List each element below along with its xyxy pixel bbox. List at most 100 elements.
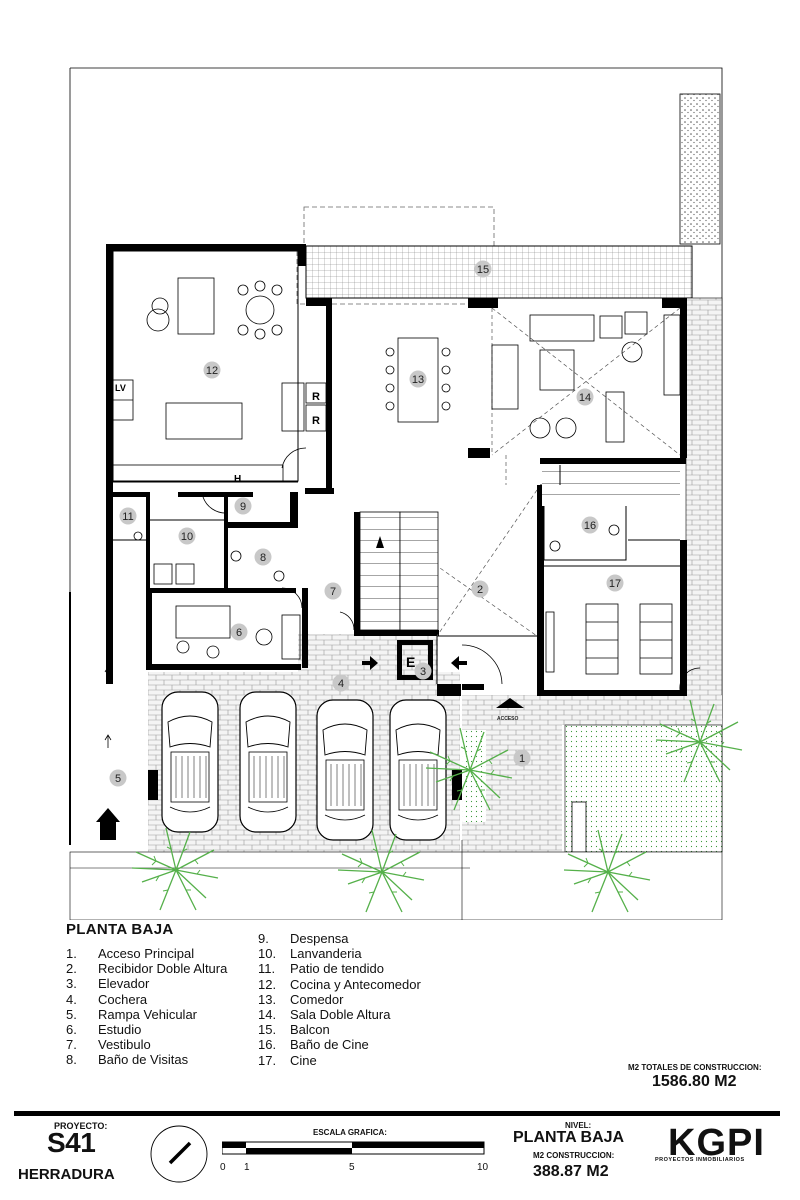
legend-item-label: Cine	[290, 1052, 317, 1068]
legend-item-number: 6.	[66, 1022, 77, 1038]
m2-construccion-label: M2 CONSTRUCCION:	[533, 1151, 615, 1160]
legend-item-number: 8.	[66, 1052, 77, 1068]
titleblock-rule	[14, 1111, 780, 1116]
legend-column-1: 1. Acceso Principal 2. Recibidor Doble Altu…	[66, 946, 227, 1068]
legend-item-number: 9.	[258, 931, 269, 946]
room-marker-12: 12	[203, 361, 221, 379]
hood-label: H	[234, 474, 241, 485]
room-marker-4: 4	[332, 674, 350, 692]
room-marker-1: 1	[513, 749, 531, 767]
legend-item: 12.Cocina y Antecomedor	[258, 977, 421, 992]
legend-item-label: Baño de Cine	[290, 1037, 369, 1053]
legend-item-label: Sala Doble Altura	[290, 1007, 391, 1023]
totals-value: 1586.80 M2	[652, 1073, 737, 1090]
room-number: 16	[584, 520, 596, 532]
legend-item: 10.Lanvanderia	[258, 946, 421, 961]
legend-item-label: Despensa	[290, 931, 349, 946]
nivel-value: PLANTA BAJA	[513, 1129, 625, 1146]
legend-item-number: 4.	[66, 991, 77, 1007]
legend-item-number: 3.	[66, 976, 77, 992]
room-marker-10: 10	[178, 527, 196, 545]
legend-item: 2. Recibidor Doble Altura	[66, 961, 227, 976]
room-number: 4	[338, 678, 344, 690]
room-number: 10	[181, 531, 193, 543]
legend-item: 16. Baño de Cine	[258, 1037, 421, 1052]
legend-title: PLANTA BAJA	[66, 921, 174, 938]
legend-item: 11. Patio de tendido	[258, 961, 421, 976]
room-marker-5: 5	[109, 769, 127, 787]
legend-item: 8. Baño de Visitas	[66, 1052, 227, 1067]
legend-item-label: Patio de tendido	[290, 961, 384, 977]
brand-subtitle: PROYECTOS INMOBILIARIOS	[655, 1157, 745, 1163]
legend-item-label: Comedor	[290, 991, 344, 1007]
north-arrow-icon	[150, 1125, 208, 1183]
legend-item-label: Baño de Visitas	[98, 1052, 189, 1068]
room-marker-3: 3	[414, 662, 432, 680]
legend-item-label: Elevador	[98, 976, 150, 992]
m2-construccion-value: 388.87 M2	[533, 1163, 609, 1180]
room-marker-17: 17	[606, 574, 624, 592]
legend-item-number: 11.	[258, 961, 276, 977]
room-number: 14	[579, 392, 591, 404]
fridge-label-2: R	[312, 415, 320, 427]
room-number: 9	[240, 501, 246, 513]
legend-item: 14. Sala Doble Altura	[258, 1007, 421, 1022]
scale-tick-5: 5	[349, 1162, 355, 1173]
room-marker-9: 9	[234, 497, 252, 515]
fridge-label-1: R	[312, 391, 320, 403]
room-number: 8	[260, 552, 266, 564]
room-number: 1	[519, 753, 525, 765]
legend-item-number: 13.	[258, 991, 277, 1007]
legend-item: 1. Acceso Principal	[66, 946, 227, 961]
legend-item: 9. Despensa	[258, 931, 421, 946]
legend-item: 7.Vestibulo	[66, 1037, 227, 1052]
room-marker-11: 11	[119, 507, 137, 525]
totals-label: M2 TOTALES DE CONSTRUCCION:	[628, 1063, 762, 1072]
room-marker-15: 15	[474, 260, 492, 278]
laundry-label: LV	[115, 383, 126, 393]
legend-item-number: 14.	[258, 1007, 277, 1023]
project-name: HERRADURA	[18, 1166, 115, 1183]
acceso-label: ACCESO	[497, 716, 519, 722]
elevator-label: E	[406, 654, 415, 670]
scale-bar	[222, 1141, 485, 1155]
project-code: S41	[47, 1127, 96, 1158]
legend-item-label: Cocina y Antecomedor	[290, 976, 421, 992]
legend-item-label: Lanvanderia	[290, 946, 362, 962]
legend-item: 4. Cochera	[66, 992, 227, 1007]
legend-item-number: 1.	[66, 946, 77, 961]
room-number: 13	[412, 374, 424, 386]
room-number: 5	[115, 773, 121, 785]
legend-item-label: Cochera	[98, 991, 148, 1007]
room-marker-7: 7	[324, 582, 342, 600]
room-marker-14: 14	[576, 388, 594, 406]
legend-item-label: Recibidor Doble Altura	[98, 961, 228, 977]
legend-item-label: Acceso Principal	[98, 946, 195, 961]
nivel-label: NIVEL:	[565, 1121, 592, 1130]
legend-item-label: Balcon	[290, 1022, 330, 1038]
legend-item-label: Rampa Vehicular	[98, 1006, 197, 1022]
legend-item: 5. Rampa Vehicular	[66, 1007, 227, 1022]
legend-item-number: 17.	[258, 1052, 277, 1068]
scale-tick-10: 10	[477, 1162, 489, 1173]
room-marker-13: 13	[409, 370, 427, 388]
legend-item-number: 5.	[66, 1006, 77, 1022]
legend-item: 17. Cine	[258, 1053, 421, 1068]
room-marker-6: 6	[230, 623, 248, 641]
legend-item-number: 2.	[66, 961, 77, 977]
room-marker-2: 2	[471, 580, 489, 598]
legend-item-number: 7.	[66, 1037, 77, 1053]
room-number: 15	[477, 264, 489, 276]
scale-label: ESCALA GRAFICA:	[313, 1128, 387, 1137]
legend-item: 15.Balcon	[258, 1022, 421, 1037]
legend-item-number: 16.	[258, 1037, 277, 1053]
room-number: 2	[477, 584, 483, 596]
room-number: 17	[609, 578, 621, 590]
legend-item-label: Estudio	[98, 1022, 142, 1038]
room-number: 7	[330, 586, 336, 598]
legend-item: 6. Estudio	[66, 1022, 227, 1037]
room-marker-16: 16	[581, 516, 599, 534]
brand-logo: KGPI	[668, 1122, 765, 1164]
